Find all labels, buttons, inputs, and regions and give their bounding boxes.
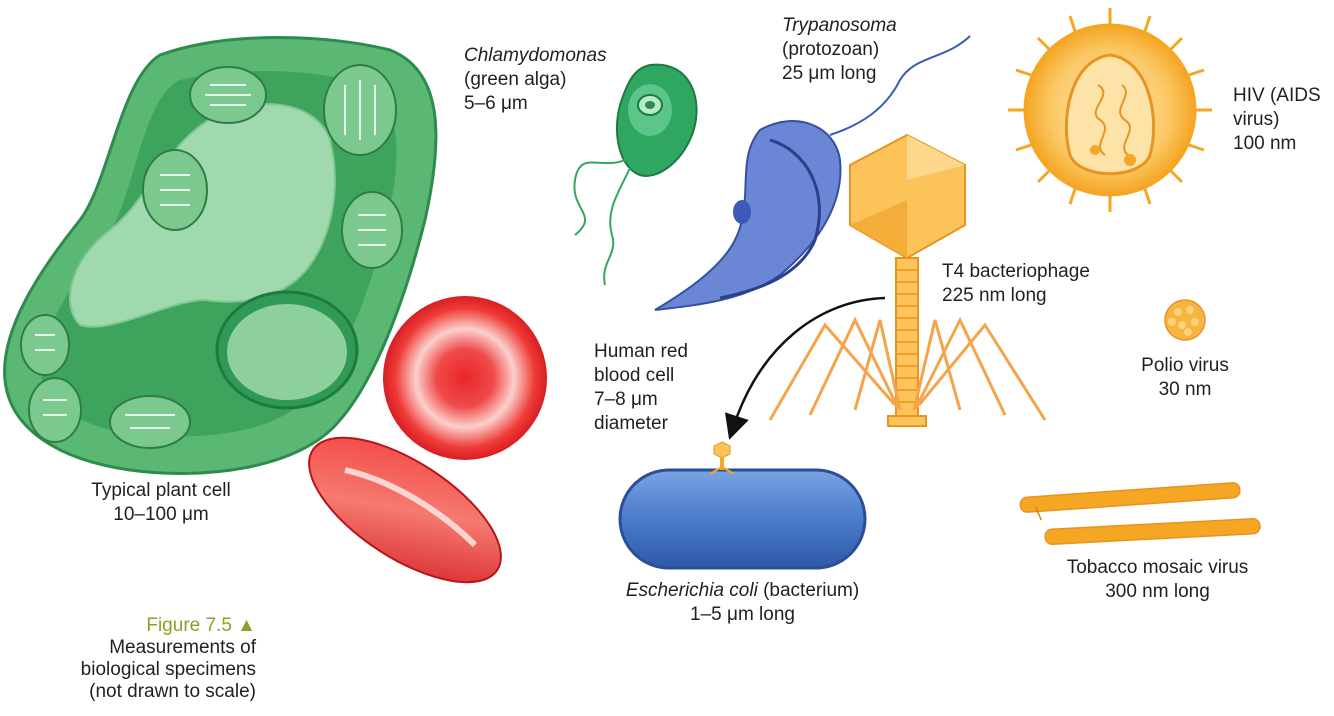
ecoli-size: 1–5 μm long — [690, 604, 795, 625]
caption-line2: biological specimens — [80, 659, 256, 680]
plant-cell-size: 10–100 μm — [113, 504, 209, 525]
size-arrow — [724, 296, 886, 440]
plant-cell-name: Typical plant cell — [91, 480, 231, 501]
t4-bacteriophage-drawing — [768, 133, 1047, 427]
hiv-name-line1: HIV (AIDS — [1233, 85, 1321, 106]
chlamydomonas-size: 5–6 μm — [464, 93, 528, 114]
figure-caption: Figure 7.5 ▲ Measurements of biological … — [81, 615, 256, 703]
small-phage-icon — [709, 441, 735, 475]
t4-size: 225 nm long — [942, 285, 1047, 306]
hiv-name-line2: virus) — [1233, 109, 1280, 130]
chlamydomonas-drawing — [573, 63, 698, 286]
chlamydomonas-label: Chlamydomonas (green alga) 5–6 μm — [464, 44, 607, 116]
chlamydomonas-kind: (green alga) — [464, 69, 567, 90]
polio-label: Polio virus 30 nm — [1125, 354, 1245, 402]
plant-cell-drawing — [3, 36, 438, 475]
trypanosoma-size: 25 μm long — [782, 63, 877, 84]
rbc-line1: Human red — [594, 341, 688, 362]
hiv-drawing — [1008, 8, 1212, 212]
polio-size: 30 nm — [1158, 379, 1212, 400]
rbc-line2: blood cell — [594, 365, 675, 386]
polio-virus-drawing — [1164, 299, 1206, 341]
t4-name: T4 bacteriophage — [942, 261, 1090, 282]
t4-label: T4 bacteriophage 225 nm long — [942, 260, 1090, 308]
hiv-size: 100 nm — [1233, 133, 1297, 154]
trypanosoma-name: Trypanosoma — [782, 15, 897, 36]
rbc-size: 7–8 μm — [594, 389, 658, 410]
rbc-line4: diameter — [594, 413, 668, 434]
rbc-label: Human red blood cell 7–8 μm diameter — [594, 340, 688, 436]
red-blood-cell-drawing — [308, 296, 547, 584]
hiv-label: HIV (AIDS virus) 100 nm — [1233, 84, 1321, 156]
tmv-name: Tobacco mosaic virus — [1066, 557, 1249, 578]
figure-number: Figure 7.5 ▲ — [146, 615, 256, 636]
caption-line1: Measurements of — [109, 637, 256, 658]
tmv-label: Tobacco mosaic virus 300 nm long — [1040, 556, 1275, 604]
trypanosoma-drawing — [654, 35, 971, 311]
chlamydomonas-name: Chlamydomonas — [464, 45, 607, 66]
ecoli-title-line: Escherichia coli (bacterium) — [600, 579, 885, 603]
caption-line3: (not drawn to scale) — [89, 681, 256, 702]
polio-name: Polio virus — [1141, 355, 1229, 376]
plant-cell-label: Typical plant cell 10–100 μm — [66, 479, 256, 527]
ecoli-kind: (bacterium) — [763, 580, 860, 601]
ecoli-drawing — [618, 441, 867, 570]
trypanosoma-kind: (protozoan) — [782, 39, 880, 60]
tmv-size: 300 nm long — [1105, 581, 1210, 602]
trypanosoma-label: Trypanosoma (protozoan) 25 μm long — [782, 14, 897, 86]
ecoli-label: Escherichia coli (bacterium) 1–5 μm long — [600, 579, 885, 627]
ecoli-name: Escherichia coli — [625, 580, 758, 601]
tobacco-mosaic-virus-drawing — [1019, 482, 1261, 545]
